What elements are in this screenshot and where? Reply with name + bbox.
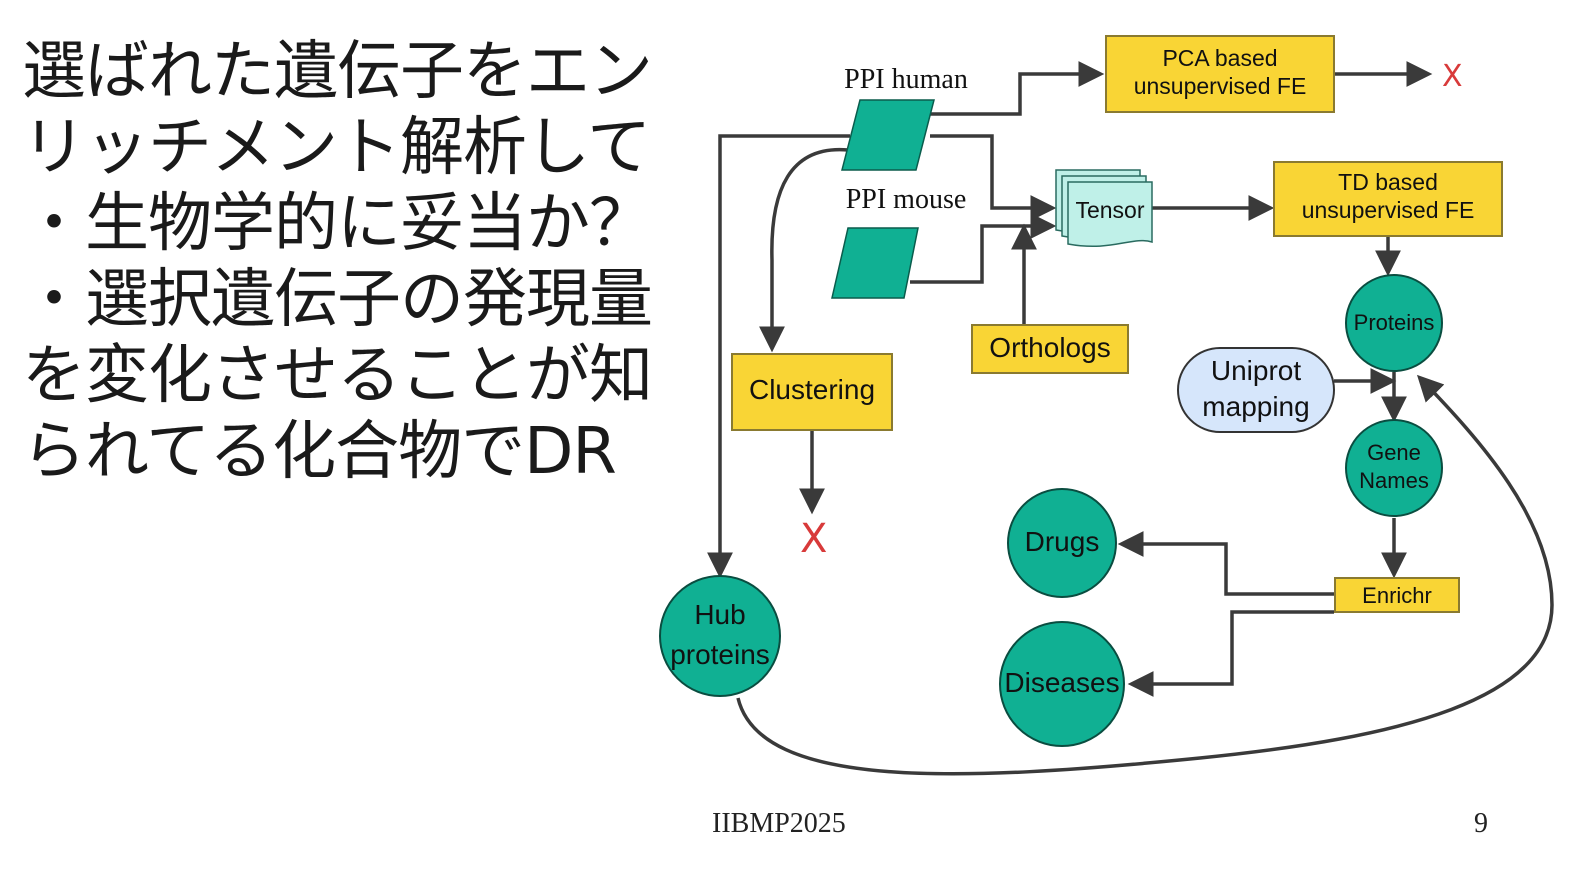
uniprot-label-2: mapping (1202, 391, 1309, 422)
drugs-node (1007, 488, 1117, 598)
td-fe-label-1: TD based (1338, 169, 1438, 195)
clustering-box (731, 353, 893, 431)
edge-enrichr-to-drugs (1117, 531, 1334, 596)
uniprot-mapping-node (1177, 347, 1335, 433)
edge-human-to-tensor (930, 134, 1057, 221)
ppi-mouse-label: PPI mouse (846, 184, 967, 215)
pca-fe-label-2: unsupervised FE (1134, 73, 1307, 99)
text-line: られてる化合物でDR (22, 415, 617, 489)
enrichr-label: Enrichr (1362, 583, 1432, 608)
proteins-label: Proteins (1354, 310, 1435, 335)
uniprot-label-1: Uniprot (1211, 355, 1301, 386)
orthologs-label: Orthologs (989, 332, 1110, 363)
text-line: を変化させることが知 (22, 339, 653, 413)
hub-proteins-label-2: proteins (670, 639, 770, 670)
edge-human-to-clustering (759, 147, 849, 353)
reject-mark-pca: X (1442, 59, 1463, 94)
tensor-icon (1055, 169, 1153, 248)
ppi-human-label: PPI human (844, 64, 968, 95)
slide-body-text: 選ばれた遺伝子をエン リッチメント解析して ・生物学的に妥当か？ ・選択遺伝子の… (22, 34, 672, 490)
hub-proteins-node (659, 575, 781, 697)
hub-proteins-label-1: Hub (694, 599, 745, 630)
gene-names-node (1345, 419, 1443, 517)
text-line: リッチメント解析して (22, 111, 651, 185)
edge-hub-to-proteins (736, 374, 1554, 776)
tensor-label: Tensor (1075, 197, 1144, 223)
edge-enrichr-to-diseases (1127, 610, 1334, 697)
diseases-label: Diseases (1004, 667, 1119, 698)
gene-names-label-2: Names (1359, 468, 1429, 493)
drugs-label: Drugs (1025, 526, 1100, 557)
orthologs-box (971, 324, 1129, 374)
td-fe-box (1273, 161, 1503, 237)
enrichr-box (1334, 577, 1460, 613)
ppi-mouse-node (831, 227, 919, 299)
edge-human-to-pca (930, 61, 1105, 116)
reject-mark-clustering: X (800, 516, 827, 562)
gene-names-label-1: Gene (1367, 440, 1421, 465)
edge-mouse-to-tensor (910, 213, 1057, 284)
pca-fe-box (1105, 35, 1335, 113)
footer-conference: IIBMP2025 (712, 808, 846, 839)
text-line: ・生物学的に妥当か？ (22, 187, 653, 261)
diseases-node (999, 621, 1125, 747)
clustering-label: Clustering (749, 374, 875, 405)
text-line: 選ばれた遺伝子をエン (22, 35, 653, 109)
page-number: 9 (1474, 808, 1488, 839)
ppi-human-node (841, 99, 935, 171)
edges (707, 61, 1554, 776)
td-fe-label-2: unsupervised FE (1302, 197, 1475, 223)
pca-fe-label-1: PCA based (1162, 45, 1277, 71)
text-line: ・選択遺伝子の発現量 (22, 263, 653, 337)
proteins-node (1345, 274, 1443, 372)
edge-human-to-hub (707, 134, 850, 579)
